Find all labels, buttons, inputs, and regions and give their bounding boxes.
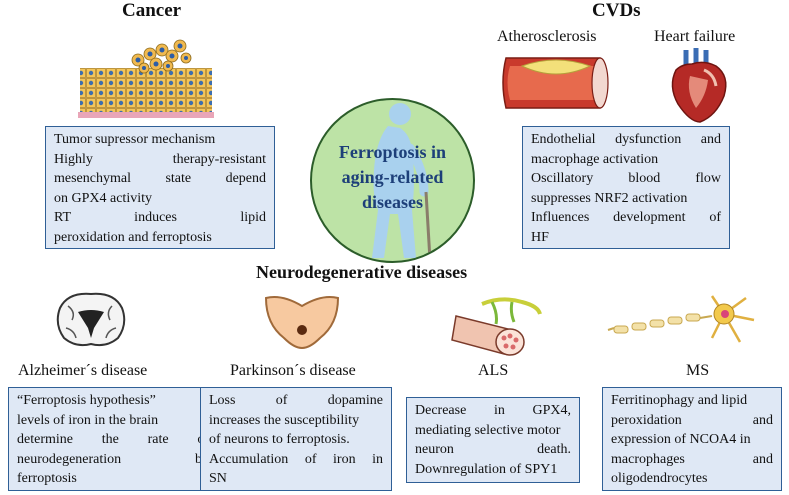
als-box: Decrease in GPX4, mediating selective mo… — [406, 397, 580, 483]
muscle-nerve-icon — [451, 297, 542, 356]
ms-box: Ferritinophagy and lipid peroxidation an… — [602, 387, 782, 491]
box-line: mesenchymal state depend — [54, 171, 266, 186]
neuro-title: Neurodegenerative diseases — [256, 262, 468, 282]
neuron-icon — [607, 295, 755, 343]
elderly-person-icon — [372, 103, 432, 261]
box-line: Decrease in GPX4, — [415, 403, 571, 418]
center-title-line: diseases — [361, 192, 423, 212]
center-circle: Ferroptosis in aging-related diseases — [310, 98, 475, 263]
box-line: macrophage activation — [531, 151, 659, 167]
alzheimer-box: “Ferroptosis hypothesis” levels of iron … — [8, 387, 218, 491]
box-line: RT induces lipid — [54, 210, 266, 225]
box-line: Downregulation of SPY1 — [415, 461, 558, 477]
box-line: increases the susceptibility — [209, 412, 360, 428]
box-line: peroxidation and — [611, 412, 773, 428]
midbrain-icon — [264, 296, 340, 350]
box-line: Oscillatory blood flow — [531, 171, 721, 186]
box-line: Influences development of — [531, 210, 721, 225]
cancer-box: Tumor supressor mechanism Highly therapy… — [45, 126, 275, 249]
box-line: determine the rate of — [17, 432, 209, 447]
box-line: HF — [531, 229, 549, 245]
box-line: suppresses NRF2 activation — [531, 190, 688, 206]
box-line: oligodendrocytes — [611, 471, 708, 486]
box-line: neurodegeneration by — [17, 451, 209, 467]
center-title: Ferroptosis in aging-related diseases — [312, 140, 473, 215]
cvds-box: Endothelial dysfunction and macrophage a… — [522, 126, 730, 249]
box-line: Tumor supressor mechanism — [54, 132, 216, 147]
center-title-line: aging-related — [341, 167, 444, 187]
box-line: peroxidation and ferroptosis — [54, 229, 212, 245]
box-line: Highly therapy-resistant — [54, 151, 266, 167]
atherosclerosis-label: Atherosclerosis — [497, 28, 597, 45]
cancer-title: Cancer — [122, 0, 182, 21]
box-line: macrophages and — [611, 451, 773, 467]
box-line: Loss of dopamine — [209, 393, 383, 408]
cvds-title: CVDs — [592, 0, 641, 21]
box-line: ferroptosis — [17, 471, 77, 486]
box-line: Accumulation of iron in — [209, 451, 383, 467]
box-line: Endothelial dysfunction and — [531, 132, 721, 147]
box-line: of neurons to ferroptosis. — [209, 432, 350, 447]
als-label: ALS — [478, 362, 509, 379]
box-line: Ferritinophagy and lipid — [611, 393, 748, 408]
heart-failure-label: Heart failure — [654, 28, 736, 45]
artery-icon — [502, 57, 609, 109]
alzheimer-label: Alzheimer´s disease — [18, 362, 148, 379]
box-line: “Ferroptosis hypothesis” — [17, 393, 156, 408]
heart-icon — [671, 48, 727, 123]
box-line: expression of NCOA4 in — [611, 432, 751, 447]
box-line: mediating selective motor — [415, 422, 561, 438]
box-line: neuron death. — [415, 442, 571, 457]
brain-icon — [56, 292, 126, 347]
parkinson-box: Loss of dopamine increases the susceptib… — [200, 387, 392, 491]
cancer-cells-icon — [78, 39, 214, 118]
center-title-line: Ferroptosis in — [338, 142, 447, 162]
box-line: SN — [209, 471, 227, 486]
box-line: on GPX4 activity — [54, 190, 152, 206]
ms-label: MS — [686, 362, 710, 379]
box-line: levels of iron in the brain — [17, 412, 159, 428]
parkinson-label: Parkinson´s disease — [230, 362, 356, 379]
